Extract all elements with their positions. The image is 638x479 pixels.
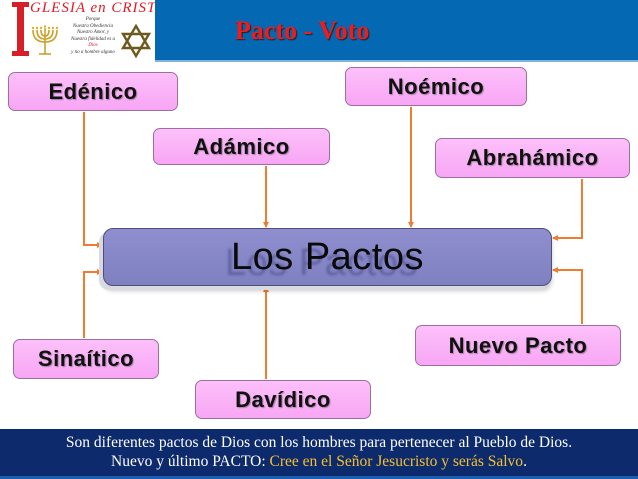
menorah-icon	[31, 25, 59, 55]
node-label: Abrahámico	[466, 145, 599, 170]
node-label: Edénico	[48, 78, 138, 104]
node-label: Nuevo Pacto	[448, 332, 588, 358]
header-bar: GLESIA en CRISTO Porque Nuestra Obedienc…	[0, 0, 638, 62]
node-davidico: Davídico	[195, 380, 371, 419]
center-node-los-pactos: Los Pactos	[103, 228, 552, 286]
logo-motto: Porque Nuestra Obediencia Nuestro Amor, …	[60, 17, 126, 57]
arrow-abrahamico	[552, 179, 583, 241]
logo-motto-line: y no a hombre alguno	[71, 49, 115, 55]
page-title: Pacto - Voto	[235, 16, 370, 45]
arrow-sinaitico	[83, 269, 103, 338]
footer-bottom-stripe	[0, 476, 638, 479]
footer-line-2-suffix: .	[523, 453, 527, 470]
header-divider	[155, 60, 638, 62]
arrow-edenico	[83, 112, 103, 248]
logo-title: GLESIA en CRISTO	[30, 0, 155, 16]
footer-caption: Son diferentes pactos de Dios con los ho…	[0, 428, 638, 479]
node-label: Davídico	[235, 386, 331, 412]
logo-initial-pillar	[12, 2, 29, 56]
logo-motto-line: Nuestro Amor, y	[76, 30, 110, 36]
star-of-david-icon	[120, 24, 152, 58]
node-abrahamico: Abrahámico	[435, 138, 630, 178]
center-node-label: Los Pactos	[231, 235, 424, 278]
logo-motto-highlight: Dios	[88, 43, 98, 49]
footer-highlight: Cree en el Señor Jesucristo y serás Salv…	[269, 453, 524, 470]
footer-line-2-prefix: Nuevo y último PACTO:	[111, 453, 270, 470]
node-label: Adámico	[193, 133, 290, 159]
node-label: Noémico	[387, 73, 485, 99]
logo-motto-line: Nuestra fidelidad es a	[70, 36, 116, 42]
node-sinaitico: Sinaítico	[13, 339, 159, 379]
footer-line-1: Son diferentes pactos de Dios con los ho…	[65, 434, 573, 451]
node-adamico: Adámico	[153, 128, 330, 165]
church-logo: GLESIA en CRISTO Porque Nuestra Obedienc…	[0, 0, 155, 62]
node-nuevo-pacto: Nuevo Pacto	[415, 325, 621, 366]
node-label: Sinaítico	[37, 346, 135, 371]
footer-line-2: Nuevo y último PACTO: Cree en el Señor J…	[0, 452, 638, 471]
node-noemico: Noémico	[345, 67, 527, 106]
arrow-nuevo-pacto	[552, 267, 583, 324]
logo-motto-line: Nuestra Obediencia	[72, 23, 114, 29]
logo-motto-line: Porque	[85, 17, 101, 22]
node-edenico: Edénico	[8, 72, 178, 111]
